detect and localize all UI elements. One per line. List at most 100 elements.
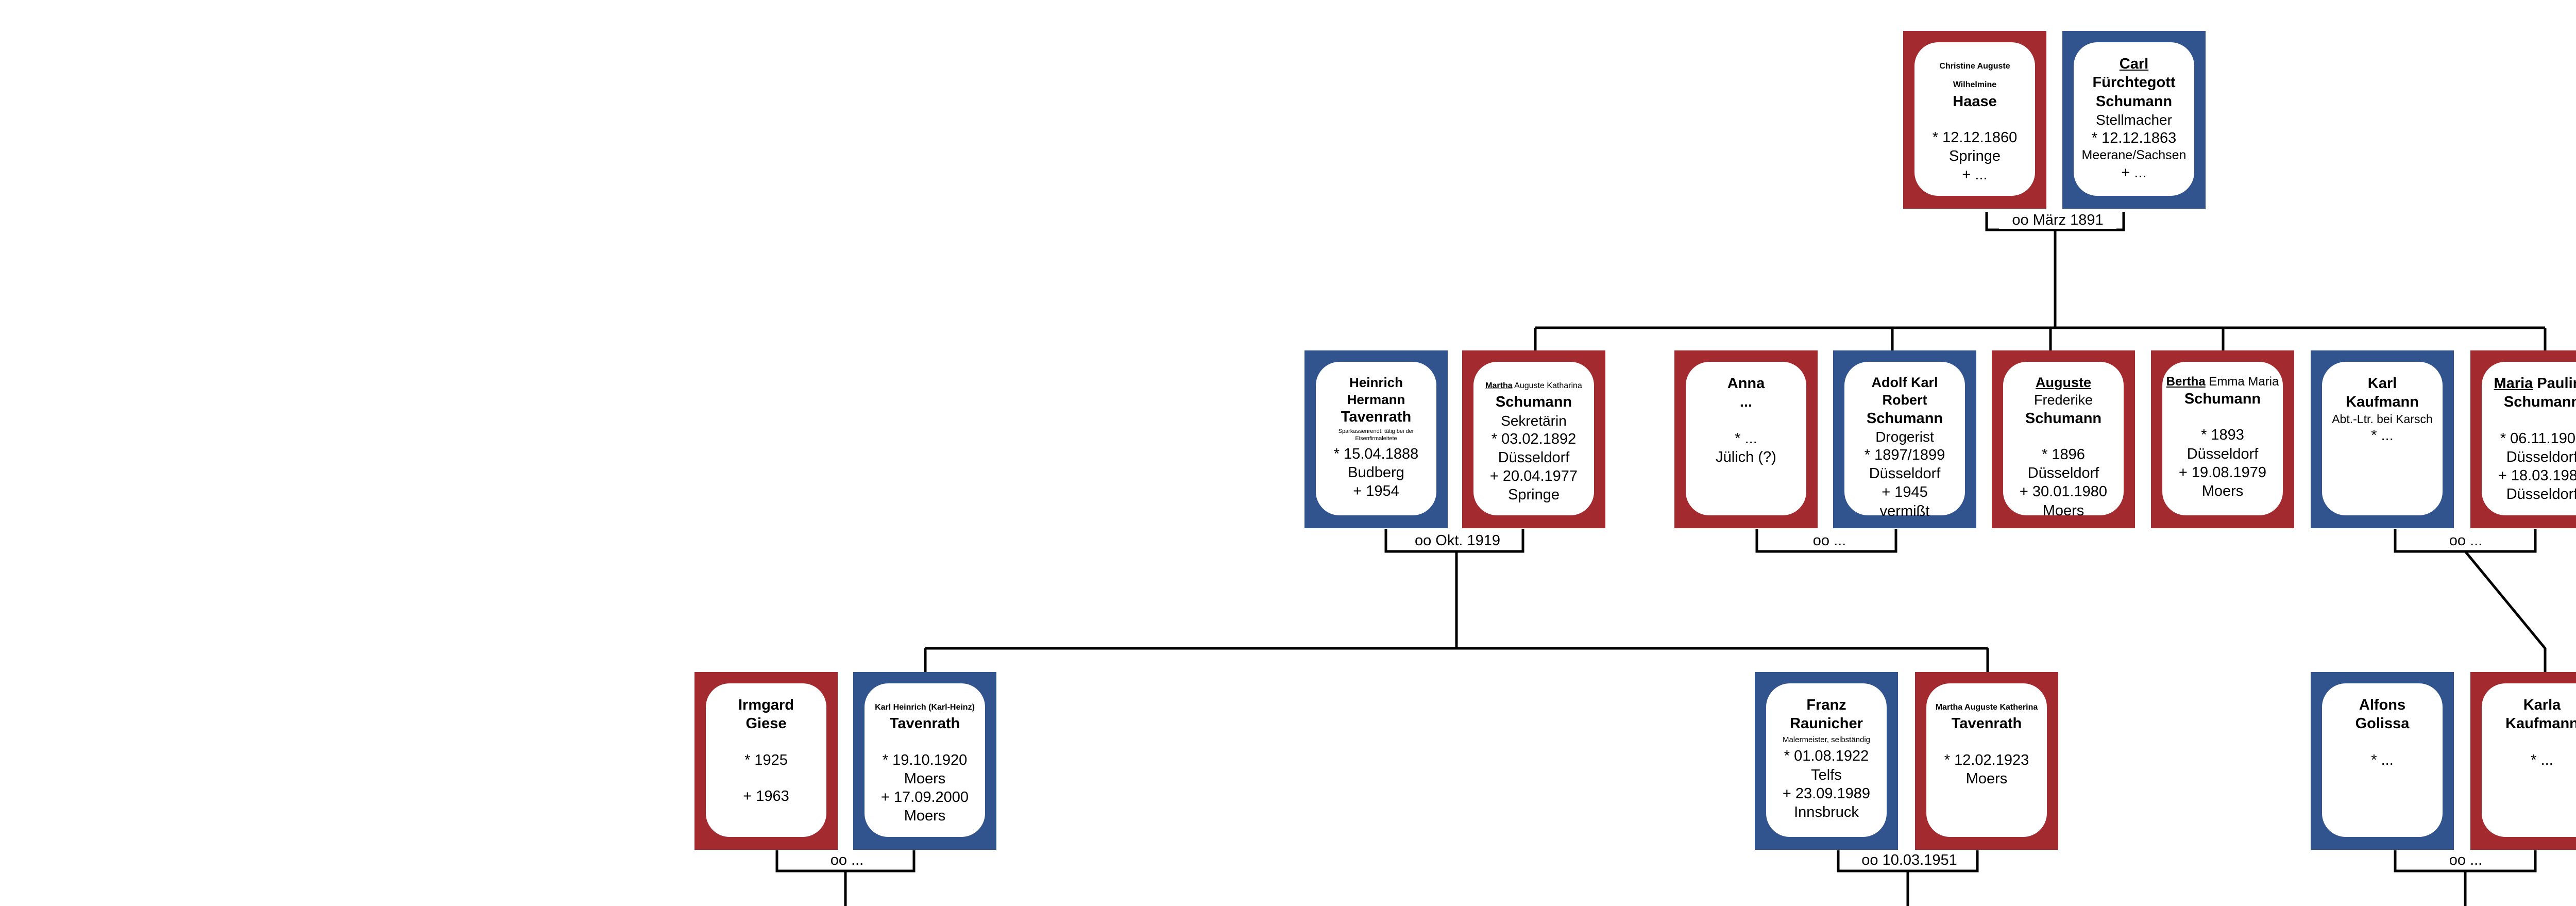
given-name: Franz — [1806, 697, 1846, 713]
given-name-rest: Auguste Katharina — [1512, 381, 1582, 390]
person-card-christine-haase[interactable]: Christine Auguste Wilhelmine Haase * 12.… — [1903, 31, 2046, 209]
birth-place: Düsseldorf — [2506, 448, 2576, 465]
birth-date: * 15.04.1888 — [1333, 445, 1419, 462]
person-card-heinrich-tavenrath[interactable]: Heinrich Hermann Tavenrath Sparkassenren… — [1304, 350, 1448, 528]
death-place: Springe — [1508, 486, 1560, 504]
marriage-label: oo ... — [1789, 532, 1870, 549]
surname: Kaufmann — [2505, 715, 2576, 732]
death-place: Moers — [904, 808, 946, 825]
birth-place: Düsseldorf — [2187, 445, 2259, 462]
given-name: Heinrich Hermann — [1347, 375, 1405, 407]
death-place: Moers — [2042, 502, 2084, 519]
birth-place: Springe — [1949, 148, 2001, 164]
given-name: Martha Auguste Katherina — [1935, 703, 2038, 712]
person-card-alfons-golissa[interactable]: Alfons Golissa * ... — [2311, 672, 2454, 850]
death-date: + 19.08.1979 — [2178, 464, 2267, 481]
person-card-adolf-schumann[interactable]: Adolf Karl Robert Schumann Drogerist * 1… — [1833, 350, 1976, 528]
marriage-label: oo ... — [2428, 532, 2504, 549]
marriage-label: oo ... — [809, 852, 885, 869]
birth-date: * 12.12.1860 — [1932, 129, 2018, 146]
given-name-underlined: Carl — [2119, 56, 2149, 72]
surname: Tavenrath — [889, 715, 960, 732]
death-date: + ... — [1962, 166, 1988, 183]
surname: Kaufmann — [2346, 394, 2419, 411]
person-card-karl-heinrich-tavenrath[interactable]: Karl Heinrich (Karl-Heinz) Tavenrath * 1… — [853, 672, 996, 850]
person-card-maria-schumann[interactable]: Maria Pauline Schumann * 06.11.1900 Düss… — [2470, 350, 2576, 528]
death-date: + 30.01.1980 — [2019, 483, 2108, 500]
surname: Tavenrath — [1951, 715, 2022, 732]
surname: Raunicher — [1790, 715, 1863, 732]
person-card-auguste-schumann[interactable]: Auguste Frederike Schumann * 1896 Düssel… — [1992, 350, 2135, 528]
surname: Haase — [1953, 93, 1997, 110]
birth-place: Düsseldorf — [2027, 465, 2099, 481]
marriage-label: oo März 1891 — [1999, 212, 2116, 229]
given-name: Anna — [1727, 375, 1765, 392]
given-name: Christine Auguste Wilhelmine — [1939, 62, 2010, 90]
occupation: Abt.-Ltr. bei Karsch — [2332, 412, 2433, 426]
occupation: Sekretärin — [1501, 412, 1567, 429]
birth-place: Budberg — [1348, 464, 1404, 481]
person-card-karl-kaufmann[interactable]: Karl Kaufmann Abt.-Ltr. bei Karsch * ... — [2311, 350, 2454, 528]
given-name: Karl — [2367, 375, 2397, 392]
birth-place: Moers — [1965, 770, 2008, 787]
person-card-martha-tavenrath[interactable]: Martha Auguste Katherina Tavenrath * 12.… — [1915, 672, 2058, 850]
birth-place: Moers — [904, 770, 946, 787]
surname: Schumann — [2025, 410, 2102, 427]
birth-place: Meerane/Sachsen — [2081, 148, 2187, 162]
given-name-rest: Emma Maria — [2205, 375, 2279, 389]
occupation: Stellmacher — [2096, 111, 2172, 128]
birth-place: Telfs — [1811, 766, 1842, 783]
given-name: Karl Heinrich (Karl-Heinz) — [875, 703, 975, 712]
given-name: Adolf Karl Robert — [1871, 375, 1938, 408]
given-name: Karla — [2523, 697, 2561, 713]
death-place: Düsseldorf — [2506, 486, 2576, 503]
marriage-label: oo 10.03.1951 — [1851, 852, 1968, 869]
birth-date: * 1925 — [744, 751, 788, 768]
death-date: + 23.09.1989 — [1782, 785, 1871, 802]
birth-date: * 12.02.1923 — [1944, 751, 2029, 768]
birth-date: * ... — [1735, 430, 1757, 447]
surname: Schumann — [1495, 394, 1572, 411]
surname: Giese — [745, 715, 787, 732]
birth-date: * 19.10.1920 — [882, 751, 968, 768]
given-name: Irmgard — [738, 697, 794, 713]
person-card-martha-schumann[interactable]: Martha Auguste Katharina Schumann Sekret… — [1462, 350, 1605, 528]
death-date: + ... — [2121, 164, 2147, 181]
person-card-carl-schumann[interactable]: Carl Fürchtegott Schumann Stellmacher * … — [2062, 31, 2206, 209]
death-date: + 17.09.2000 — [880, 789, 969, 806]
birth-date: * 01.08.1922 — [1784, 748, 1869, 765]
occupation: Malermeister, selbständig — [1782, 735, 1871, 744]
person-card-bertha-schumann[interactable]: Bertha Emma Maria Schumann * 1893 Düssel… — [2151, 350, 2294, 528]
marriage-label: oo Okt. 1919 — [1399, 532, 1516, 549]
death-date: + 1945 — [1882, 484, 1928, 501]
birth-date: * ... — [2531, 751, 2553, 768]
given-name-underlined: Auguste — [2036, 375, 2091, 390]
death-place: Innsbruck — [1794, 804, 1859, 820]
given-name-rest: Pauline — [2537, 375, 2576, 392]
death-date: + 1963 — [743, 787, 789, 804]
surname: ... — [1739, 394, 1753, 411]
birth-date: * ... — [2371, 427, 2394, 444]
person-card-franz-raunicher[interactable]: Franz Raunicher Malermeister, selbständi… — [1755, 672, 1898, 850]
person-card-irmgard-giese[interactable]: Irmgard Giese * 1925 + 1963 — [694, 672, 838, 850]
occupation: Sparkassenrendt. tätig bei der Eisenfirm… — [1338, 428, 1414, 442]
death-place: Moers — [2201, 483, 2244, 499]
person-card-karla-kaufmann[interactable]: Karla Kaufmann * ... — [2470, 672, 2576, 850]
birth-place: Jülich (?) — [1716, 448, 1776, 465]
death-date: + 1954 — [1353, 483, 1399, 500]
given-name-rest: Fürchtegott — [2092, 74, 2176, 91]
birth-date: * 1893 — [2201, 427, 2244, 444]
given-name-rest: Frederike — [2033, 392, 2093, 408]
birth-date: * ... — [2371, 751, 2394, 768]
surname: Schumann — [2184, 391, 2261, 407]
death-date: + 18.03.1985 — [2498, 467, 2576, 484]
surname: Schumann — [1866, 410, 1943, 427]
given-name-underlined: Bertha — [2166, 375, 2206, 389]
given-name-underlined: Martha — [1485, 381, 1513, 390]
birth-date: * 03.02.1892 — [1491, 430, 1577, 447]
birth-date: * 12.12.1863 — [2091, 129, 2177, 146]
surname: Tavenrath — [1341, 409, 1412, 425]
given-name-underlined: Maria — [2494, 375, 2533, 392]
person-card-anna[interactable]: Anna ... * ... Jülich (?) — [1674, 350, 1818, 528]
